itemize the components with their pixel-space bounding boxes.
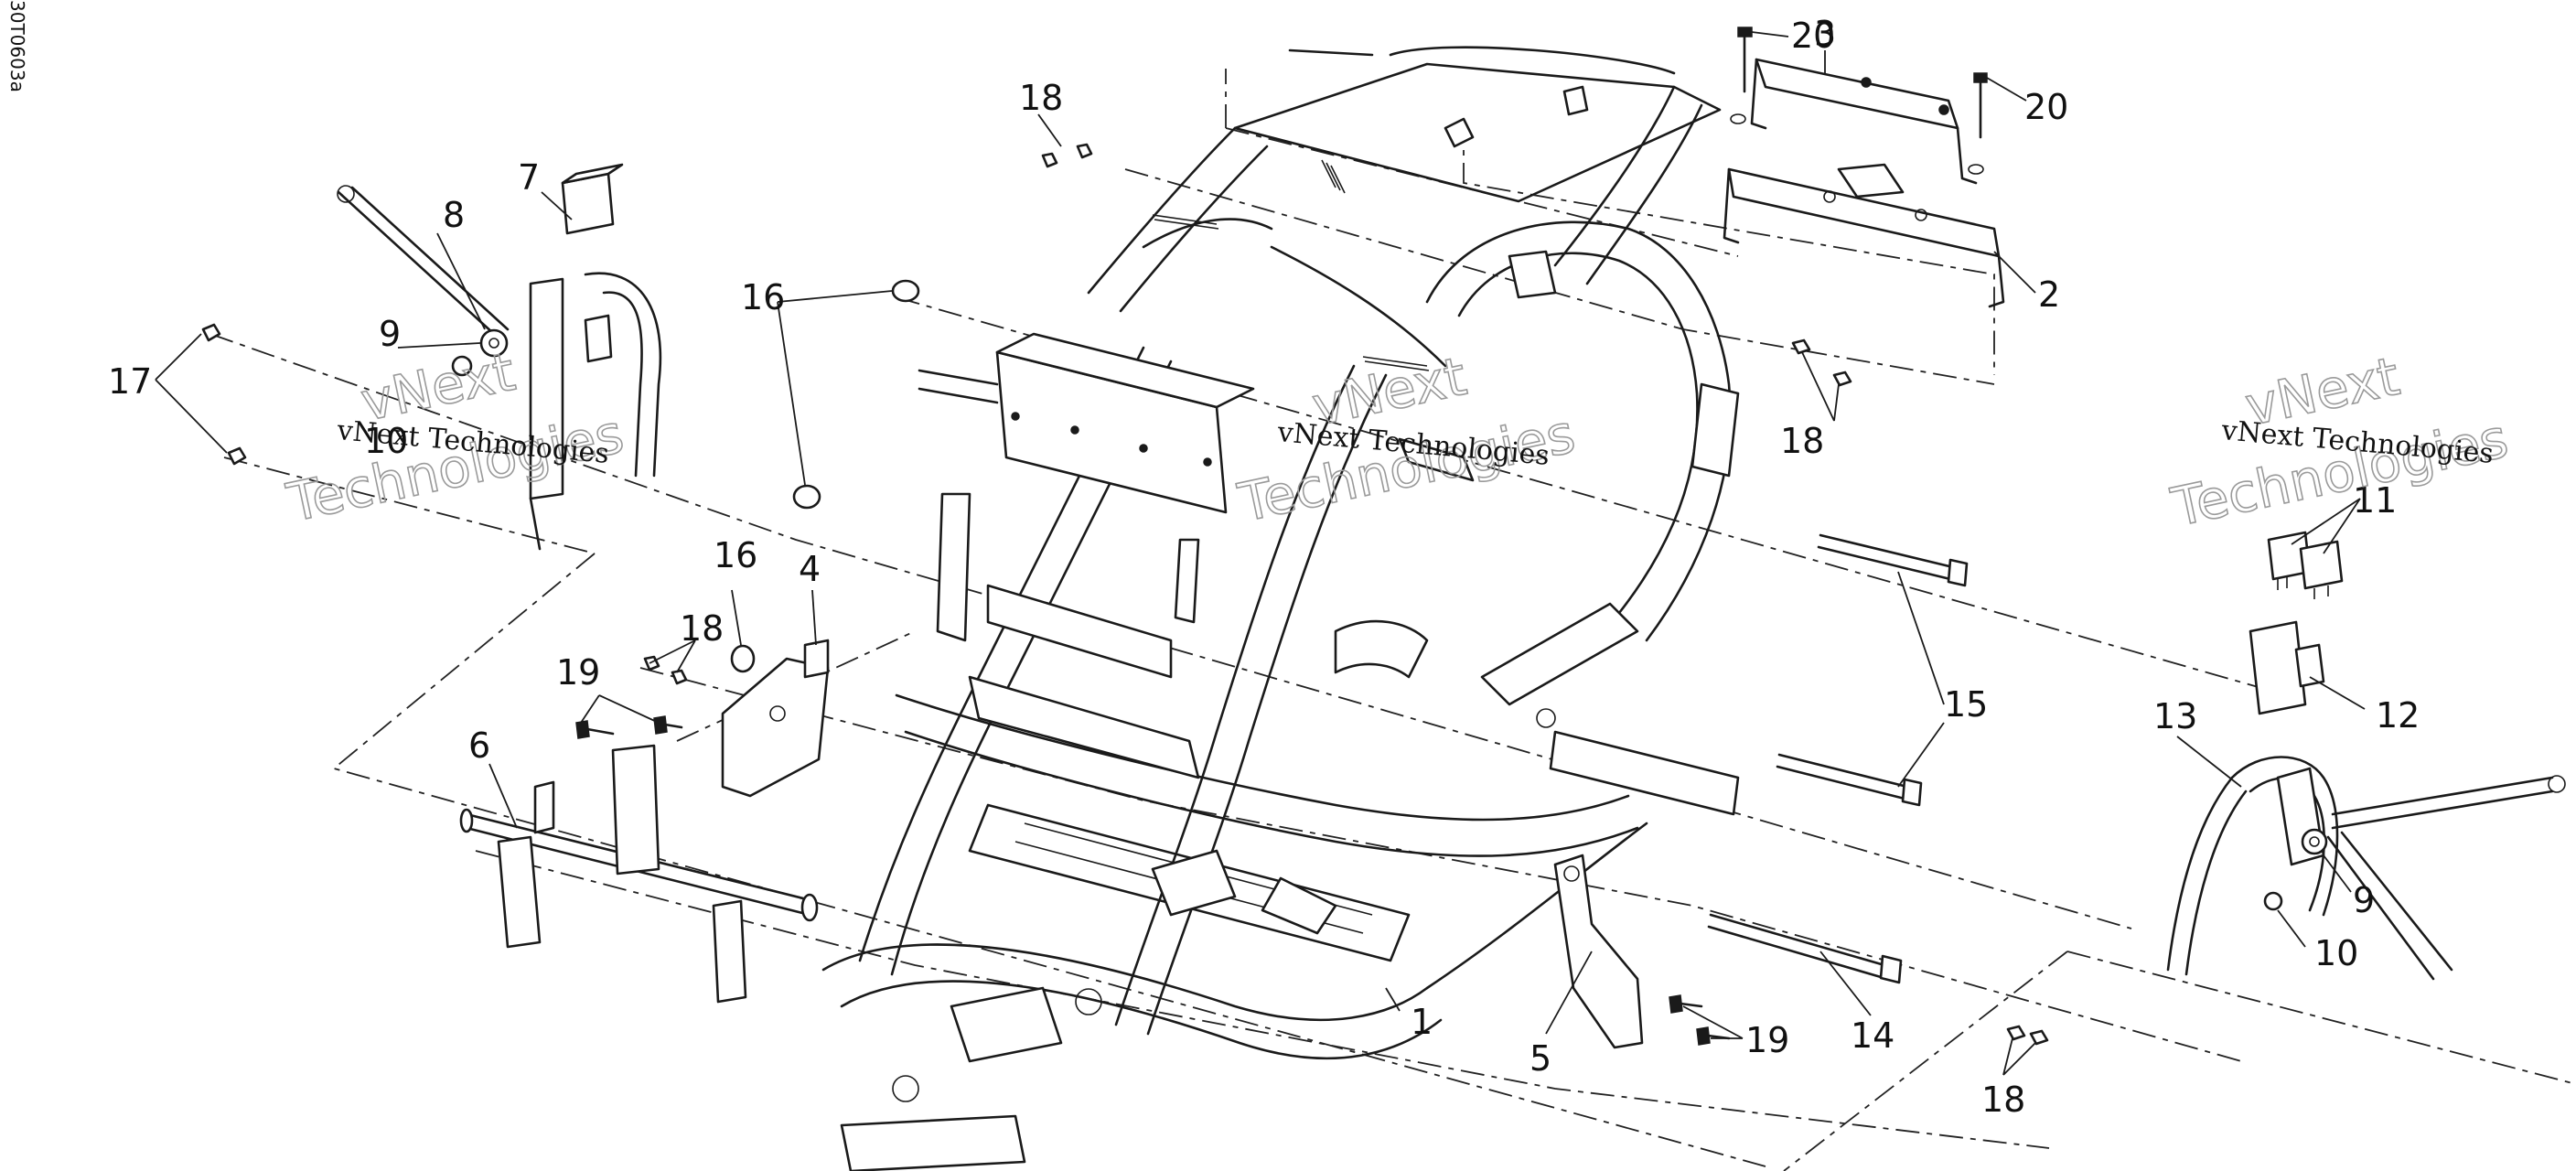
pivot-shaft-part-6 bbox=[459, 744, 819, 1004]
callout-20-right: 20 bbox=[2024, 87, 2068, 127]
callout-10-left: 10 bbox=[364, 421, 408, 461]
right-harness-parts bbox=[2166, 531, 2566, 981]
callout-labels: 1 2 3 4 5 6 7 8 9 9 10 10 11 12 13 14 15… bbox=[108, 14, 2420, 1120]
callout-6: 6 bbox=[468, 725, 490, 766]
left-harness-parts bbox=[201, 163, 662, 551]
callout-4: 4 bbox=[799, 549, 821, 589]
callout-20-left: 20 bbox=[1791, 16, 1835, 56]
watermark-left: vNext Technologies vNext Technologies bbox=[281, 339, 629, 535]
callout-19-left: 19 bbox=[556, 652, 600, 693]
callout-18-bottom: 18 bbox=[1981, 1080, 2025, 1120]
callout-16-top: 16 bbox=[741, 277, 785, 317]
long-bolts-part-14-15 bbox=[1707, 533, 1969, 984]
callout-15: 15 bbox=[1944, 684, 1988, 725]
callout-14: 14 bbox=[1851, 1015, 1894, 1056]
main-frame bbox=[821, 46, 1740, 1171]
watermark-left-line2: Technologies bbox=[282, 403, 629, 534]
callout-11: 11 bbox=[2353, 480, 2397, 521]
callout-18-right: 18 bbox=[1780, 421, 1824, 461]
bushing-part-16 bbox=[730, 279, 920, 673]
callout-13: 13 bbox=[2153, 696, 2197, 736]
callout-9-right: 9 bbox=[2353, 880, 2375, 920]
callout-16-mid: 16 bbox=[714, 535, 757, 575]
upper-bracket-part-3 bbox=[1750, 58, 1978, 185]
callout-12: 12 bbox=[2376, 695, 2420, 736]
bracket-part-5 bbox=[1553, 854, 1644, 1049]
callout-7: 7 bbox=[518, 157, 540, 198]
callout-19-right: 19 bbox=[1745, 1020, 1789, 1060]
watermark-center: vNext Technologies vNext Technologies bbox=[1232, 344, 1581, 535]
callout-1: 1 bbox=[1411, 1002, 1433, 1042]
bracket-part-4 bbox=[721, 639, 830, 798]
callout-10-right: 10 bbox=[2314, 933, 2358, 973]
small-hardware bbox=[575, 27, 2049, 1046]
callout-9-left: 9 bbox=[379, 314, 401, 354]
callout-18-top: 18 bbox=[1019, 78, 1063, 118]
callout-3: 3 bbox=[1814, 14, 1836, 54]
callout-2: 2 bbox=[2038, 274, 2060, 315]
callout-leader-lines bbox=[155, 31, 2366, 1076]
document-id: 30T0603a bbox=[6, 0, 28, 92]
watermark-right: vNext Technologies vNext Technologies bbox=[2165, 344, 2514, 540]
callout-8: 8 bbox=[443, 195, 465, 235]
callout-18-left: 18 bbox=[680, 608, 724, 649]
callout-5: 5 bbox=[1530, 1038, 1551, 1079]
callout-17: 17 bbox=[108, 361, 152, 402]
